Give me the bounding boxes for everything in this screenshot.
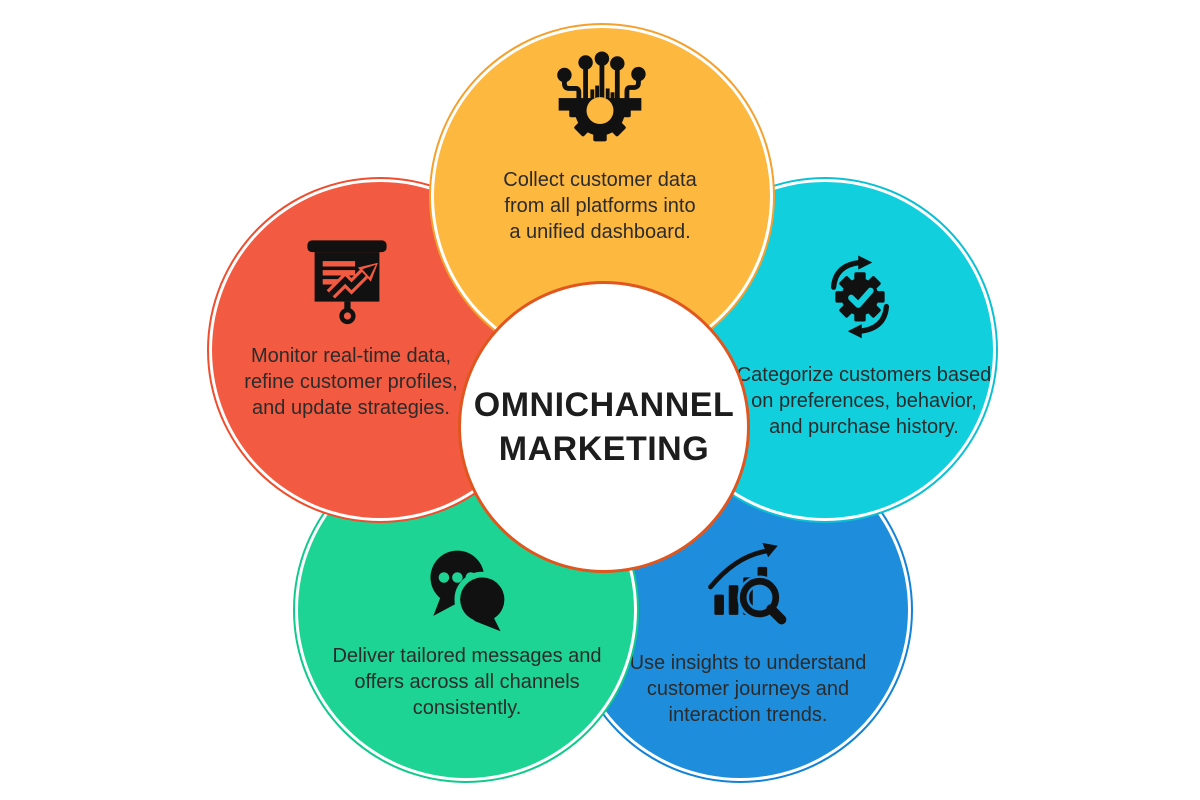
text-line: Monitor real-time data,: [250, 345, 452, 367]
petal-monitor-data-text: Monitor real-time data, refine customer …: [226, 343, 476, 421]
text-line: Deliver tailored messages and: [332, 645, 602, 667]
text-line: consistently.: [412, 697, 522, 719]
text-line: offers across all channels: [354, 671, 580, 693]
title-line-1: OMNICHANNEL: [473, 386, 735, 424]
petal-categorize-customers-text: Categorize customers based on preference…: [729, 362, 999, 440]
petal-deliver-messages-text: Deliver tailored messages and offers acr…: [317, 643, 617, 721]
text-line: refine customer profiles,: [244, 371, 458, 393]
text-line: interaction trends.: [668, 704, 828, 726]
text-line: a unified dashboard.: [509, 221, 691, 243]
presentation-chart-icon: [302, 234, 392, 326]
petal-collect-data-text: Collect customer data from all platforms…: [475, 167, 725, 245]
text-line: and update strategies.: [252, 397, 450, 419]
sync-gear-icon: [816, 250, 904, 342]
analytics-search-icon: [699, 538, 795, 636]
data-collection-icon: [547, 50, 653, 150]
page-title: OMNICHANNEL MARKETING: [474, 383, 734, 471]
petal-use-insights-text: Use insights to understand customer jour…: [613, 650, 883, 728]
text-line: Use insights to understand: [629, 652, 867, 674]
chat-bubbles-icon: [418, 540, 514, 638]
text-line: customer journeys and: [646, 678, 850, 700]
text-line: and purchase history.: [769, 416, 959, 438]
text-line: Categorize customers based: [736, 364, 992, 386]
title-line-2: MARKETING: [498, 430, 710, 468]
text-line: from all platforms into: [504, 195, 696, 217]
center-hub: OMNICHANNEL MARKETING: [458, 281, 750, 573]
text-line: on preferences, behavior,: [751, 390, 977, 412]
text-line: Collect customer data: [503, 169, 697, 191]
